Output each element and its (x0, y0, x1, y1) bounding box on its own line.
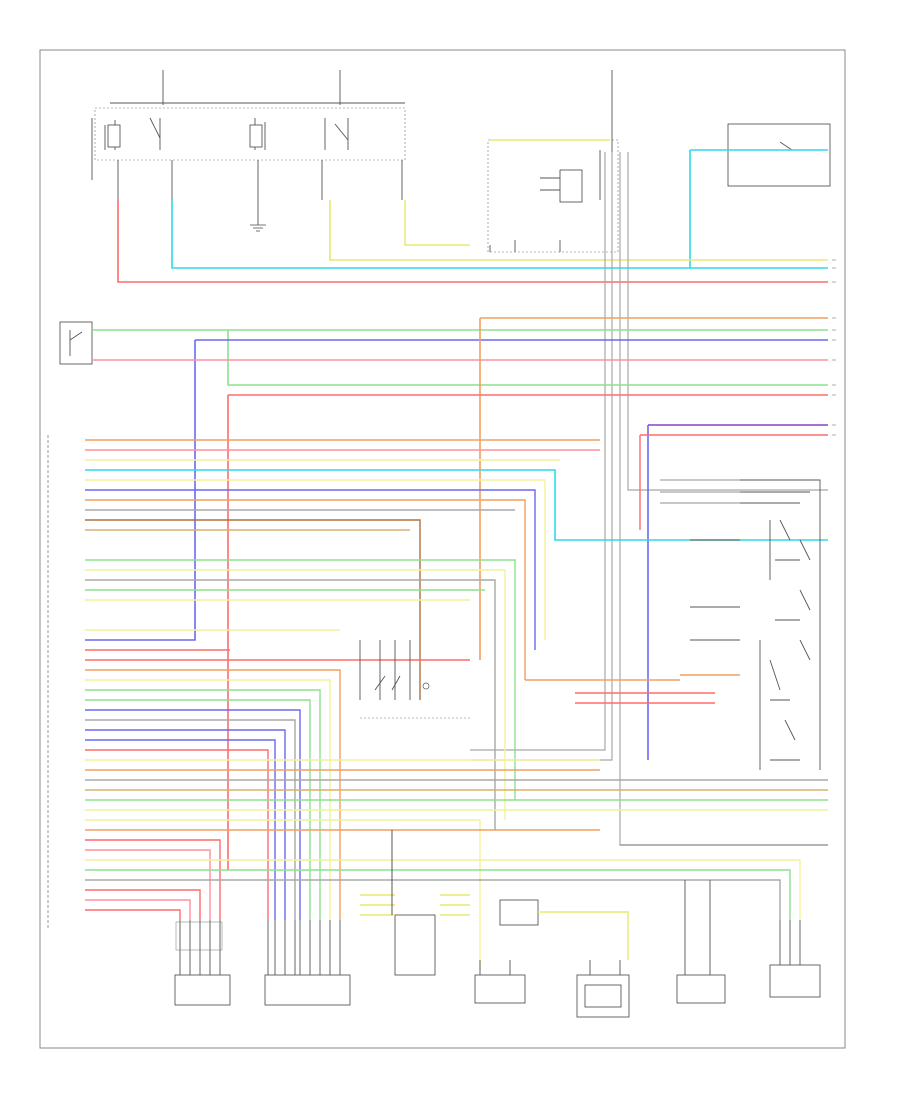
fuse-relay-block-top-left (91, 70, 406, 232)
right-edge-pins (832, 259, 836, 436)
bottom-connectors (174, 830, 821, 1018)
diagram-frame (39, 49, 846, 1049)
connector-left-lower (85, 629, 828, 970)
connector-left-upper (47, 435, 828, 930)
switch-left-middle (59, 321, 93, 365)
wire-group-middle (85, 317, 828, 870)
control-module-top-center (487, 70, 619, 253)
component-center (359, 640, 470, 719)
switch-ladder-right (525, 479, 828, 846)
switch-box-top-right (727, 123, 831, 187)
